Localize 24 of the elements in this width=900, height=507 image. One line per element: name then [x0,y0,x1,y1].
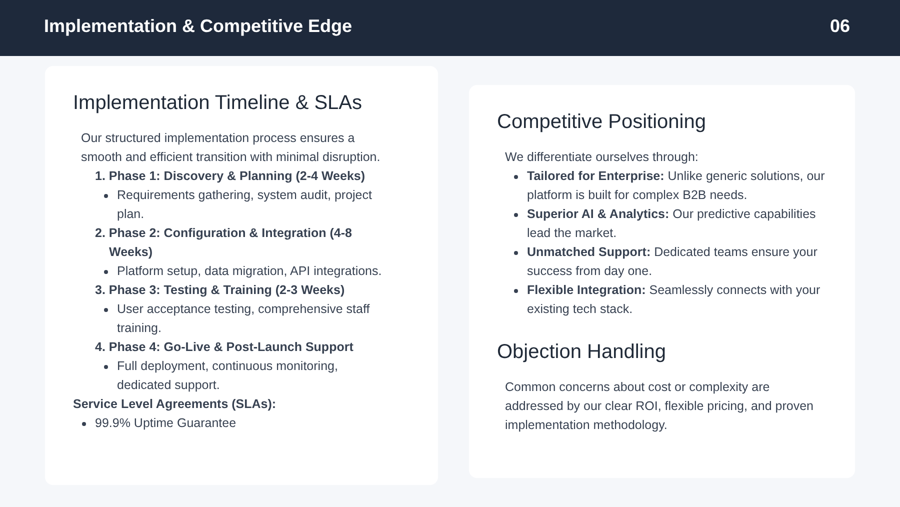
phase-item: 2. Phase 2: Configuration & Integration (4-8 Weeks) [95,225,353,261]
content-card [469,85,855,478]
page-number: 06 [830,16,850,37]
list-item: Platform setup, data migration, API integrations. [117,264,382,278]
list-item: Superior AI & Analytics: Our predictive capabilities lead the market. [527,207,816,240]
list-item: User acceptance testing, comprehensive staff training. [117,302,370,335]
list-item: Tailored for Enterprise: Unlike generic solutions, our platform is built for complex B2B needs. [527,169,825,202]
slide-title: Implementation & Competitive Edge [44,16,352,37]
phase-item: 4. Phase 4: Go-Live & Post-Launch Support [95,339,354,356]
list-item: Requirements gathering, system audit, project plan. [117,188,372,221]
body-text: Our structured implementation process ensures a smooth and efficient transition with minimal disruption. [81,130,382,166]
body-text: We differentiate ourselves through: [505,149,700,166]
list-item: Unmatched Support: Dedicated teams ensure your success from day one. [527,245,818,278]
card-heading: Objection Handling [497,341,667,364]
list-item: 99.9% Uptime Guarantee [95,416,236,430]
card-heading: Competitive Positioning [497,111,707,134]
list-item: Flexible Integration: Seamlessly connects with your existing tech stack. [527,283,820,316]
card-heading: Implementation Timeline & SLAs [73,92,364,115]
content-card [45,66,438,485]
list-item: Full deployment, continuous monitoring, dedicated support. [117,359,338,392]
section-label: Service Level Agreements (SLAs): [73,396,278,413]
phase-item: 1. Phase 1: Discovery & Planning (2-4 Weeks) [95,168,366,185]
phase-item: 3. Phase 3: Testing & Training (2-3 Weeks) [95,282,346,299]
body-text: Common concerns about cost or complexity are addressed by our clear ROI, flexible pricing, and proven implementation methodology. [505,379,814,434]
